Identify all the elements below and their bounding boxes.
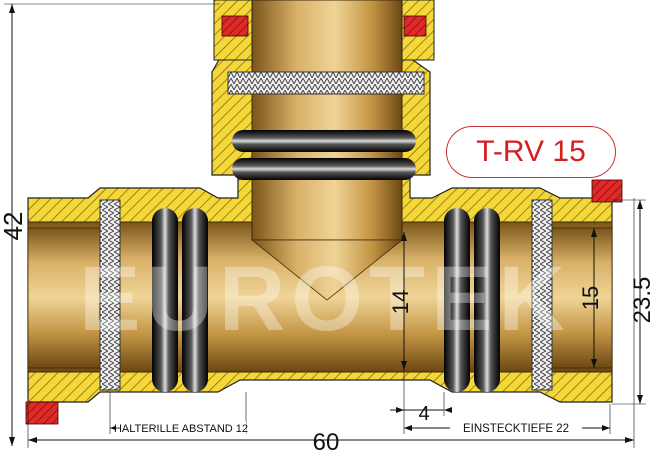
left-o-rings [152, 208, 208, 392]
dim-inner-diameter-right: 15 [578, 286, 603, 310]
vertical-bore [250, 0, 404, 301]
model-label-text: T-RV 15 [476, 135, 586, 168]
dim-overall-length: 60 [313, 429, 340, 454]
right-retaining-ring [531, 199, 553, 391]
dim-outer-diameter: 23.5 [629, 277, 650, 324]
dimension-arrows [9, 4, 643, 446]
dimension-lines [4, 3, 646, 448]
top-o-rings [232, 130, 416, 180]
label-insertion-depth-bg [450, 421, 582, 435]
top-retaining-ring [227, 71, 425, 95]
right-o-rings [444, 208, 500, 392]
label-retaining-ring-spacing-bg [116, 421, 246, 435]
red-seal-caps [25, 15, 623, 425]
watermark-text: EUROTEK [79, 248, 571, 350]
dim-gap: 4 [418, 403, 429, 425]
left-retaining-ring [99, 199, 121, 391]
model-label: T-RV 15 [446, 126, 616, 178]
dim-overall-height: 42 [0, 212, 28, 241]
label-insertion-depth: EINSTECKTIEFE 22 [463, 423, 569, 435]
dim-inner-diameter-center: 14 [388, 290, 413, 314]
label-retaining-ring-spacing: HALTERILLE ABSTAND 12 [114, 423, 248, 435]
